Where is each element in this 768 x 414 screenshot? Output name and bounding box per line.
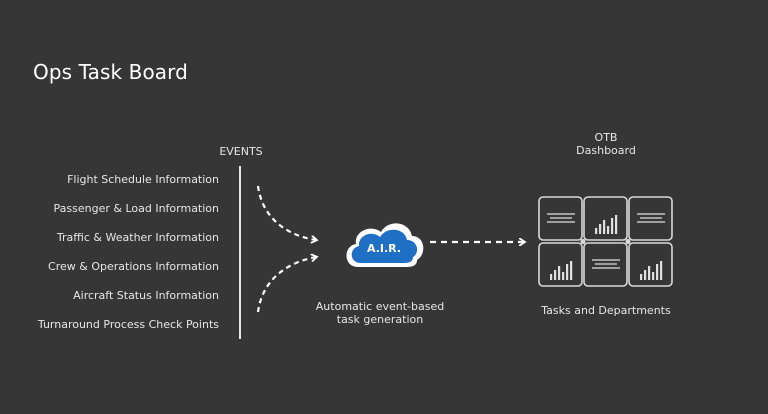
dashboard-tile [583,242,628,287]
dashboard-junctions [580,238,631,245]
otb-dashboard-header: OTB Dashboard [556,131,656,157]
dashboard-tile [628,242,673,287]
lower-flow-arrow [256,257,316,313]
otb-header-line1: OTB [594,131,618,144]
text-lines-icon [547,213,575,223]
bar-chart-icon [595,215,618,234]
bar-chart-icon [550,261,573,280]
air-caption: Automatic event-based task generation [290,300,470,326]
otb-header-line2: Dashboard [576,144,636,157]
upper-flow-arrow [256,185,316,240]
text-lines-icon [592,259,620,269]
air-caption-line1: Automatic event-based [315,300,445,313]
dashboard-caption: Tasks and Departments [541,304,671,317]
bar-chart-icon [640,261,663,280]
event-item: Passenger & Load Information [53,202,219,215]
event-item: Turnaround Process Check Points [37,318,219,331]
event-item: Flight Schedule Information [67,173,219,186]
events-divider [239,166,241,339]
events-header: EVENTS [219,145,263,158]
event-item: Traffic & Weather Information [56,231,219,244]
air-caption-line2: task generation [336,313,424,326]
page-title: Ops Task Board [33,60,188,84]
otb-dashboard-grid [538,196,673,287]
event-item: Crew & Operations Information [48,260,219,273]
events-list: Flight Schedule Information Passenger & … [10,172,219,346]
dashboard-tile [628,196,673,241]
event-item: Aircraft Status Information [73,289,219,302]
dashboard-tile [538,196,583,241]
air-cloud-icon: A.I.R. [346,223,424,267]
text-lines-icon [637,213,665,223]
dashboard-tile [538,242,583,287]
air-logo-text: A.I.R. [367,242,401,255]
dashboard-tile [583,196,628,241]
